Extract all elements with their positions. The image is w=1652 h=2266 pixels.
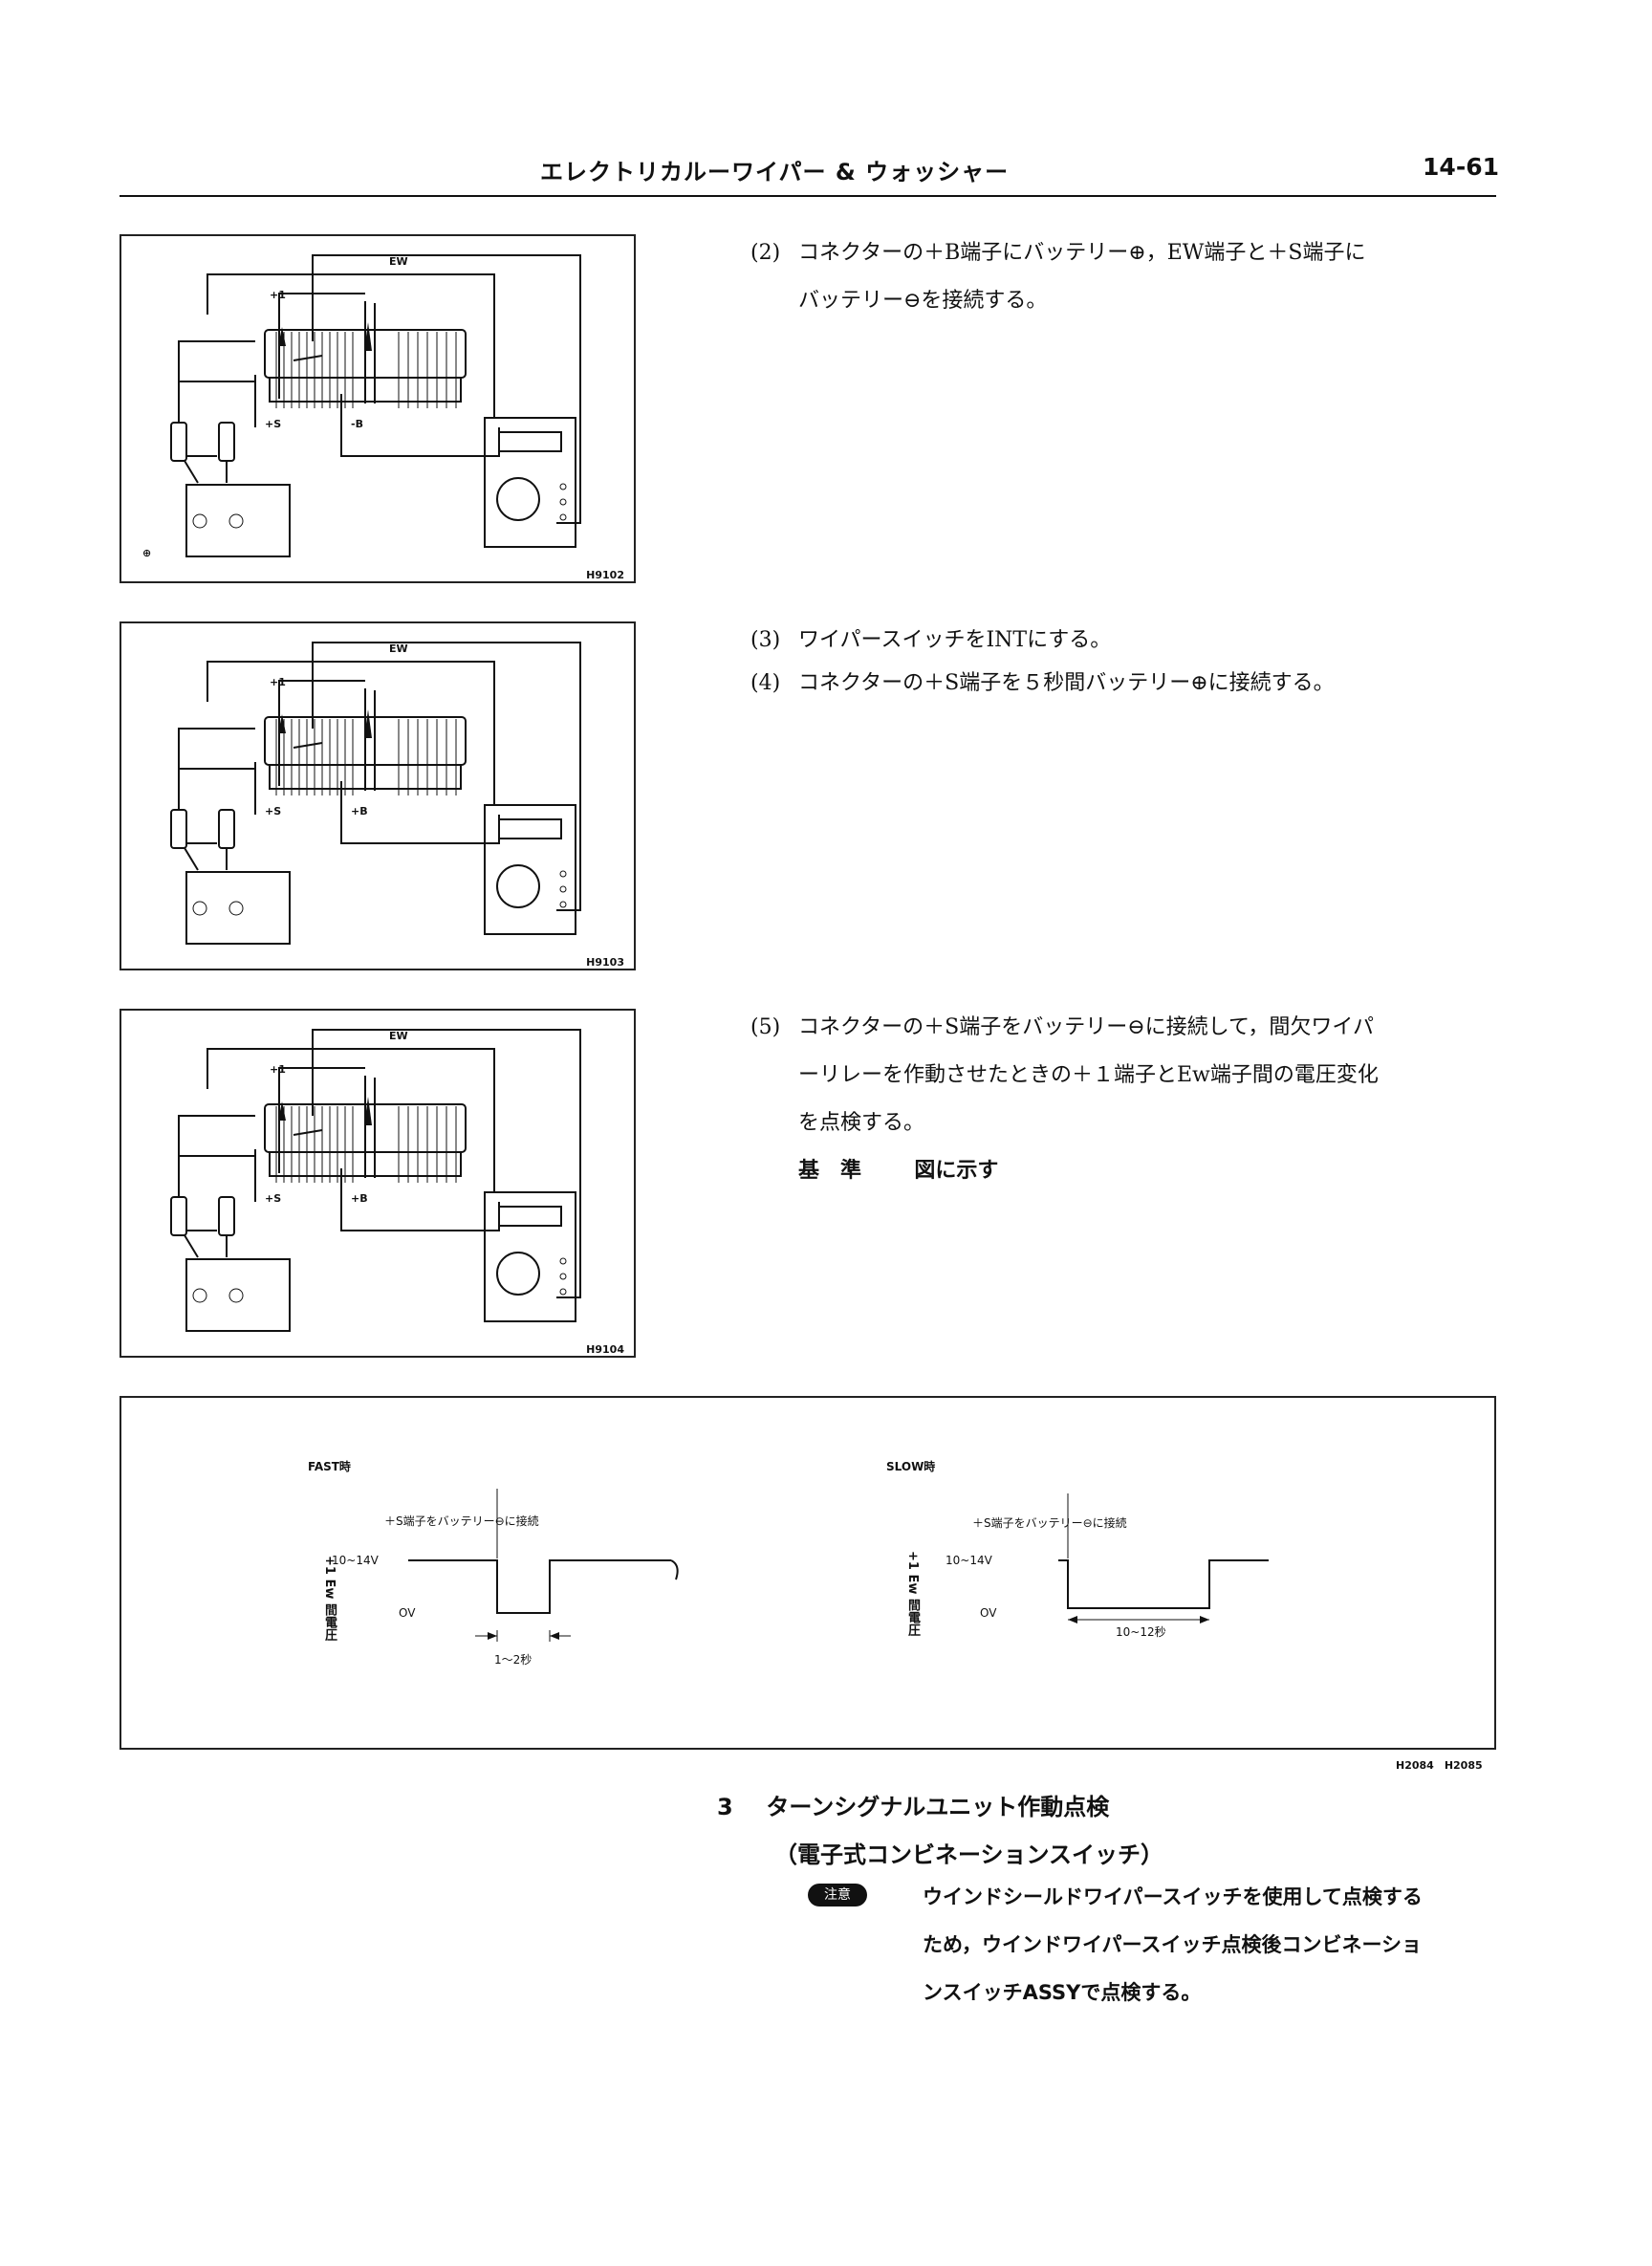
step-text: コネクターの＋B端子にバッテリー⊕，EW端子と＋S端子に (798, 241, 1366, 265)
fast-duration: 1～2秒 (494, 1653, 533, 1667)
section-3-subtitle: （電子式コンビネーションスイッチ） (774, 1841, 1164, 1868)
step-text: ーリレーを作動させたときの＋１端子とEw端子間の電圧変化 (798, 1063, 1379, 1087)
section-number: 3 (717, 1794, 733, 1820)
slow-duration: 10~12秒 (1116, 1625, 1166, 1639)
terminal-plus1-label: +1 (270, 1063, 286, 1076)
terminal-ew-label: EW (389, 255, 408, 268)
page-header-title: エレクトリカルーワイパー & ウォッシャー (540, 159, 1010, 185)
terminal-plus1-label: +1 (270, 289, 286, 301)
step-5: (5) コネクターの＋S端子をバッテリー⊖に接続して，間欠ワイパ ーリレーを作動さ… (750, 1004, 1379, 1195)
fast-high-voltage: 10~14V (332, 1554, 379, 1567)
figure-h9103: +1 EW +S +B H9103 (120, 621, 636, 970)
terminal-b-label: +B (351, 1192, 368, 1205)
slow-low-voltage: OV (980, 1606, 997, 1620)
caution-badge: 注意 (808, 1884, 867, 1906)
step-2: (2) コネクターの＋B端子にバッテリー⊕，EW端子と＋S端子に バッテリー⊖を接… (750, 229, 1365, 325)
section-3-heading: 3 ターンシグナルユニット作動点検 (717, 1788, 1109, 1821)
waveform-panel: FAST時 ＋S端子をバッテリー⊖に接続 10~14V OV 1～2秒 +1 E… (120, 1396, 1496, 1750)
header-rule (120, 195, 1496, 197)
note-text: ンスイッチASSYで点検する。 (923, 1981, 1202, 2004)
step-text: コネクターの＋S端子を５秒間バッテリー⊕に接続する。 (798, 671, 1335, 695)
page-number: 14-61 (1423, 153, 1499, 181)
terminal-plus-s-label: +S (265, 805, 282, 817)
step-number: (5) (750, 1015, 781, 1039)
figure-h9102: ⊕ +1 EW +S -B H9102 (120, 234, 636, 583)
figure-id: H9103 (586, 956, 624, 969)
figure-h9104: +1 EW +S +B H9104 (120, 1009, 636, 1358)
standard-label: 基 準 (798, 1159, 862, 1183)
terminal-ew-label: EW (389, 1030, 408, 1042)
standard-value: 図に示す (914, 1159, 999, 1183)
wiring-diagram-1 (170, 254, 581, 557)
step-text: ワイパースイッチをINTにする。 (798, 628, 1112, 652)
step-3: (3) ワイパースイッチをINTにする。 (750, 617, 1111, 665)
step-text: バッテリー⊖を接続する。 (798, 289, 1048, 313)
step-number: (2) (750, 241, 781, 265)
terminal-b-label: +B (351, 805, 368, 817)
terminal-plus1-label: +1 (270, 676, 286, 688)
terminal-ew-label: EW (389, 643, 408, 655)
graph-ids: H2084 H2085 (1396, 1759, 1483, 1772)
fast-axis-label: +1 Ew 間電圧 (322, 1556, 337, 1641)
wiring-diagram-2 (170, 642, 581, 945)
slow-high-voltage: 10~14V (946, 1554, 992, 1567)
fast-action-label: ＋S端子をバッテリー⊖に接続 (384, 1514, 539, 1528)
terminal-plus-s-label: +S (265, 418, 282, 430)
step-text: コネクターの＋S端子をバッテリー⊖に接続して，間欠ワイパ (798, 1015, 1374, 1039)
terminal-plus-s-label: +S (265, 1192, 282, 1205)
step-number: (3) (750, 628, 781, 652)
terminal-b-label: -B (351, 418, 363, 430)
fast-low-voltage: OV (399, 1606, 416, 1620)
section-title: ターンシグナルユニット作動点検 (766, 1794, 1110, 1820)
waveform-diagram (408, 1489, 1269, 1642)
slow-axis-label: +1 Ew 間電圧 (905, 1551, 920, 1636)
step-number: (4) (750, 671, 781, 695)
fast-graph-title: FAST時 (308, 1460, 351, 1473)
slow-action-label: ＋S端子をバッテリー⊖に接続 (972, 1516, 1127, 1530)
battery-positive-icon: ⊕ (142, 547, 152, 559)
note-text: ため，ウインドワイパースイッチ点検後コンビネーショ (923, 1933, 1423, 1956)
figure-id: H9104 (586, 1343, 624, 1356)
step-text: を点検する。 (798, 1111, 925, 1135)
figure-id: H9102 (586, 569, 624, 581)
slow-graph-title: SLOW時 (886, 1460, 936, 1473)
note-text: ウインドシールドワイパースイッチを使用して点検する (923, 1885, 1423, 1908)
wiring-diagram-3 (170, 1029, 581, 1332)
step-4: (4) コネクターの＋S端子を５秒間バッテリー⊕に接続する。 (750, 660, 1335, 708)
